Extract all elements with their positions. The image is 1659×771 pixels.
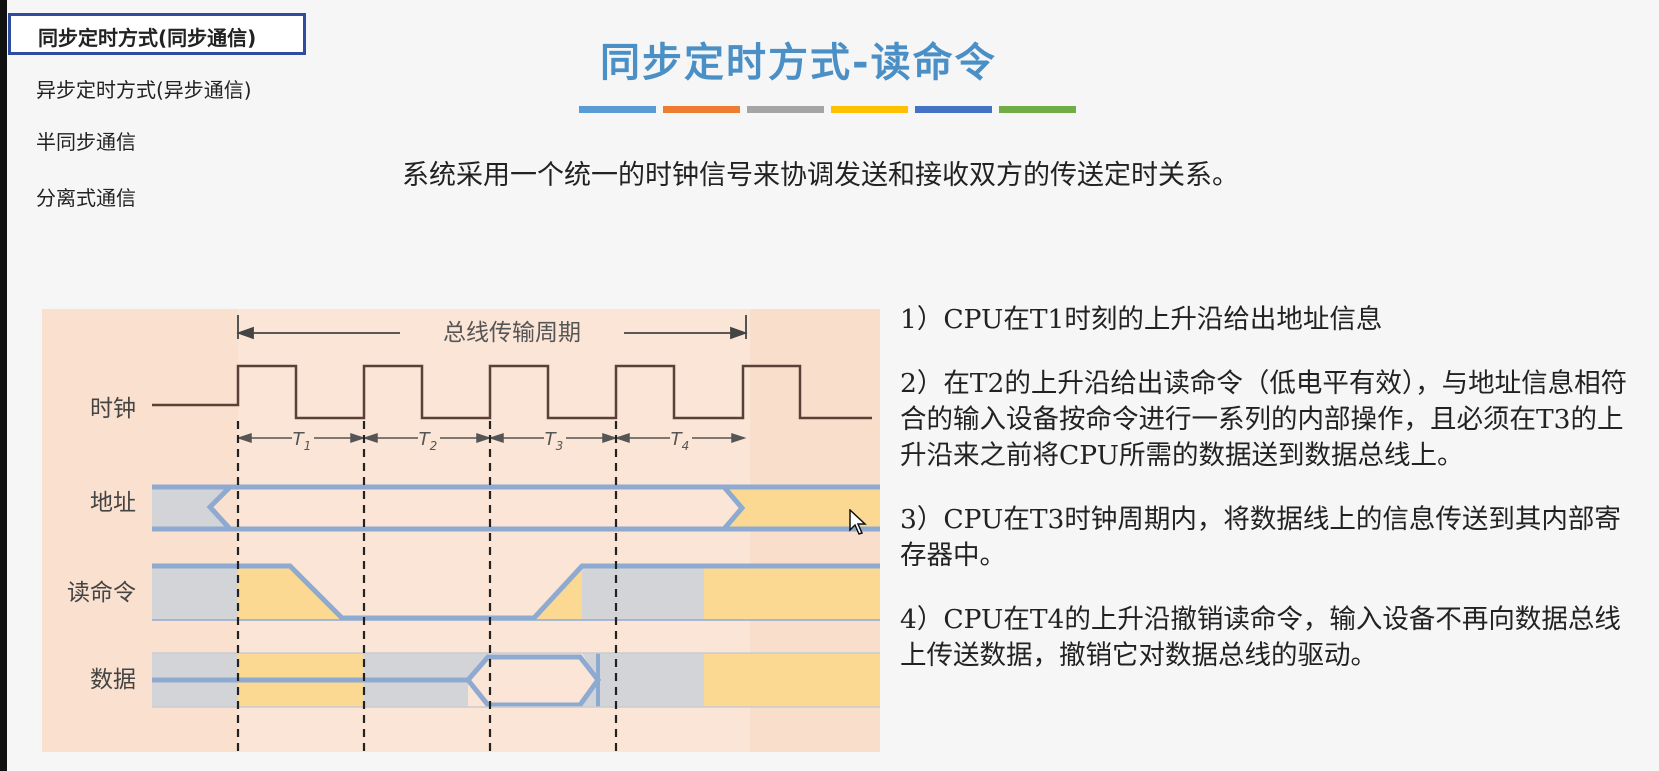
period-arrows [236,432,747,444]
period-t1-label: T1 [293,429,312,453]
period-t4-label: T4 [671,429,690,453]
bus-cycle-arrow [236,315,748,340]
title-bar-blue [579,106,656,113]
nav-item-semi-sync[interactable]: 半同步通信 [36,130,136,154]
mouse-pointer-icon [849,509,867,535]
address-signal-label: 地址 [90,490,136,516]
note-step-3: 3）CPU在T3时钟周期内，将数据线上的信息传送到其内部寄存器中。 [900,504,1621,571]
address-waveform [152,484,880,532]
nav-item-split-transaction[interactable]: 分离式通信 [36,186,136,210]
clock-waveform [152,364,872,420]
slide-subtitle: 系统采用一个统一的时钟信号来协调发送和接收双方的传送定时关系。 [402,160,1239,191]
note-step-2: 2）在T2的上升沿给出读命令（低电平有效），与地址信息相符合的输入设备按命令进行… [900,368,1628,471]
nav-item-sync-timing[interactable]: 同步定时方式(同步通信) [8,13,306,55]
title-bar-orange [663,106,740,113]
nav-item-async-timing[interactable]: 异步定时方式(异步通信) [36,78,252,102]
title-bar-gray [747,106,824,113]
data-signal-label: 数据 [90,667,136,693]
title-bar-darkblue [915,106,992,113]
explanation-notes: 1）CPU在T1时刻的上升沿给出地址信息 2）在T2的上升沿给出读命令（低电平有… [900,302,1645,674]
note-step-4: 4）CPU在T4的上升沿撤销读命令，输入设备不再向数据总线上传送数据，撤销它对数… [900,604,1621,671]
title-color-bars [579,106,1076,113]
data-waveform [152,652,880,708]
window-left-edge [0,0,7,771]
period-t2-label: T2 [419,429,438,453]
read-command-waveform [152,563,880,621]
page-title: 同步定时方式-读命令 [600,40,997,86]
period-t3-label: T3 [545,429,564,453]
read-signal-label: 读命令 [67,580,136,606]
clock-signal-label: 时钟 [90,396,136,422]
title-bar-green [999,106,1076,113]
title-bar-yellow [831,106,908,113]
note-step-1: 1）CPU在T1时刻的上升沿给出地址信息 [900,304,1383,335]
bus-cycle-label: 总线传输周期 [443,319,581,345]
timing-diagram: 总线传输周期 时钟 地址 读命令 数据 T1 T2 T3 T4 [42,309,880,752]
